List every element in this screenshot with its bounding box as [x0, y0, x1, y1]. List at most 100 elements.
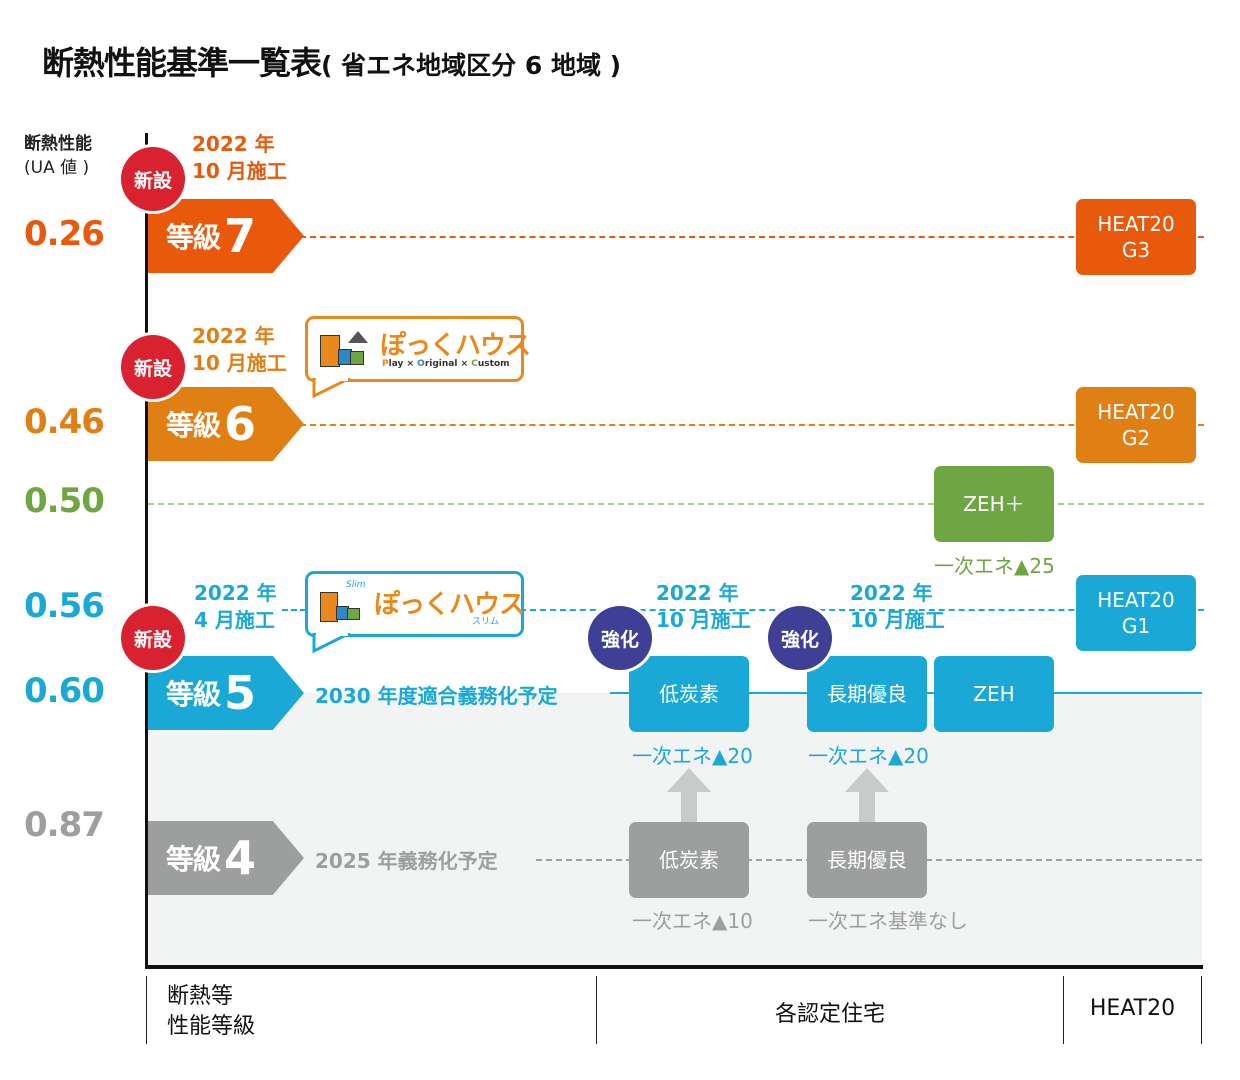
heat20-g1-box: HEAT20 G1 [1076, 575, 1196, 651]
category-divider-3 [1201, 976, 1202, 1044]
low-carbon-effective-date: 2022 年 10 月施工 [656, 580, 751, 634]
line-0-56-left [282, 609, 306, 611]
line-0-50 [148, 503, 1204, 505]
title-sub: ( 省エネ地域区分 6 地域 ) [321, 51, 622, 80]
y-axis-title: 断熱性能 (UA 値 ) [24, 132, 92, 180]
grade-7-number: 7 [224, 209, 257, 263]
upgrade-arrow-long-term [845, 768, 889, 822]
category-heat20: HEAT20 [1089, 996, 1176, 1021]
heat20-g2-box: HEAT20 G2 [1076, 387, 1196, 463]
low-carbon-box: 低炭素 [629, 656, 749, 732]
grade-4-number: 4 [224, 831, 257, 885]
long-term-effective-date: 2022 年 10 月施工 [850, 580, 945, 634]
ua-value-0-50: 0.50 [24, 481, 105, 521]
grade-5-number: 5 [224, 666, 257, 720]
grade-5-effective-date: 2022 年 4 月施工 [194, 580, 277, 634]
grade-7-year: 2022 年 [192, 132, 275, 156]
zeh-plus-primary-energy: 一次エネ▲25 [934, 554, 1055, 578]
long-term-old-box: 長期優良 [807, 822, 927, 898]
y-axis [145, 133, 148, 969]
ua-value-0-87: 0.87 [24, 805, 105, 845]
low-carbon-primary-energy: 一次エネ▲20 [632, 744, 753, 768]
grade-7-label: 等級 [166, 221, 221, 254]
pack-house-logo-bubble: ぽっくハウス Play × Original × Custom [305, 316, 531, 382]
grade-5-year: 2022 年 [194, 581, 277, 605]
grade-7-month: 10 月施工 [192, 159, 287, 183]
heat20-g2-line1: HEAT20 [1097, 400, 1175, 424]
y-axis-title-line2: (UA 値 ) [24, 158, 90, 178]
grade-4-mandate-note: 2025 年義務化予定 [315, 845, 504, 874]
strengthen-badge-low-carbon: 強化 [588, 606, 652, 670]
long-term-year: 2022 年 [850, 581, 933, 605]
category-insulation-grade: 断熱等 性能等級 [167, 982, 255, 1042]
tag-ustom: ustom [477, 359, 510, 369]
upgrade-arrow-low-carbon [667, 768, 711, 822]
grade-5-label: 等級 [166, 678, 221, 711]
ua-value-0-46: 0.46 [24, 402, 105, 442]
tag-lay: lay × [388, 359, 418, 369]
pack-house-bubble-tail [312, 378, 351, 399]
long-term-month: 10 月施工 [850, 608, 945, 632]
pack-house-logo-text: ぽっくハウス [380, 325, 531, 362]
y-axis-title-line1: 断熱性能 [24, 134, 92, 154]
grade-6-effective-date: 2022 年 10 月施工 [192, 323, 287, 377]
grade-6-month: 10 月施工 [192, 351, 287, 375]
zeh-plus-box: ZEH＋ [934, 466, 1054, 542]
tag-c: C [471, 359, 478, 369]
heat20-g1-line2: G1 [1121, 614, 1151, 638]
new-badge-grade-7: 新設 [121, 147, 185, 211]
heat20-g2-line2: G2 [1121, 426, 1151, 450]
ua-value-0-56: 0.56 [24, 586, 105, 626]
pack-house-logo-icon [320, 331, 368, 367]
low-carbon-old-box: 低炭素 [629, 822, 749, 898]
low-carbon-month: 10 月施工 [656, 608, 751, 632]
pack-house-slim-logo-text: ぽっくハウス [374, 584, 525, 621]
category-divider-1 [596, 976, 597, 1044]
slim-label: Slim [346, 580, 366, 590]
ua-value-0-60: 0.60 [24, 671, 105, 711]
line-0-56 [520, 609, 1204, 611]
pack-house-tagline: Play × Original × Custom [382, 359, 510, 369]
x-axis [145, 965, 1203, 969]
category-divider-0 [146, 976, 147, 1044]
pack-house-slim-name: ぽっくハウス [374, 590, 525, 620]
low-carbon-year: 2022 年 [656, 581, 739, 605]
long-term-old-primary-energy: 一次エネ基準なし [808, 909, 968, 933]
line-0-46 [300, 424, 1204, 426]
low-carbon-old-primary-energy: 一次エネ▲10 [632, 909, 753, 933]
strengthen-badge-long-term: 強化 [768, 606, 832, 670]
new-badge-grade-5: 新設 [121, 606, 185, 670]
grade-4-label: 等級 [166, 843, 221, 876]
grade-6-label: 等級 [166, 409, 221, 442]
heat20-g3-box: HEAT20 G3 [1076, 199, 1196, 275]
category-certified-housing: 各認定住宅 [774, 1002, 885, 1027]
pack-house-name: ぽっくハウス [380, 331, 531, 361]
grade-5-month: 4 月施工 [194, 608, 275, 632]
heat20-g3-line1: HEAT20 [1097, 212, 1175, 236]
pack-house-slim-logo-icon [320, 588, 364, 622]
zeh-box: ZEH [934, 656, 1054, 732]
category-divider-2 [1063, 976, 1064, 1044]
tag-p: P [382, 359, 389, 369]
category-insulation-line1: 断熱等 [167, 984, 234, 1009]
heat20-g3-line2: G3 [1121, 238, 1151, 262]
page-title: 断熱性能基準一覧表( 省エネ地域区分 6 地域 ) [42, 38, 621, 84]
title-main: 断熱性能基準一覧表 [42, 44, 322, 82]
tag-riginal: riginal × [424, 359, 472, 369]
long-term-primary-energy: 一次エネ▲20 [808, 744, 929, 768]
pack-house-slim-bubble-tail [312, 633, 351, 654]
long-term-box: 長期優良 [807, 656, 927, 732]
pack-house-slim-logo-bubble: Slim ぽっくハウス スリム [305, 571, 525, 637]
grade-6-number: 6 [224, 397, 257, 451]
ua-value-0-26: 0.26 [24, 214, 105, 254]
grade-5-mandate-note: 2030 年度適合義務化予定 [315, 684, 558, 708]
grade-7-effective-date: 2022 年 10 月施工 [192, 131, 287, 185]
heat20-g1-line1: HEAT20 [1097, 588, 1175, 612]
pack-house-slim-sub: スリム [472, 617, 500, 627]
line-0-26 [300, 236, 1204, 238]
grade-6-year: 2022 年 [192, 324, 275, 348]
